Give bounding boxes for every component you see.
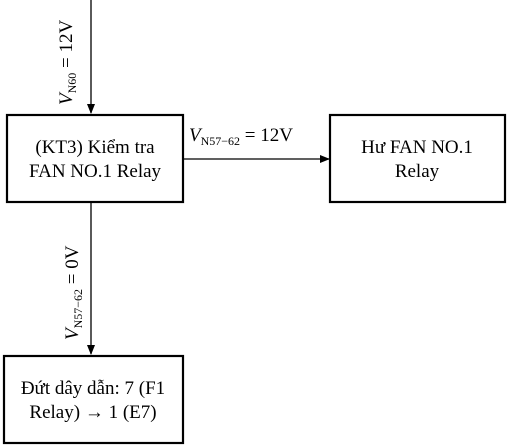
check-node-box xyxy=(5,113,185,204)
edge-top-label: VN60 = 12V xyxy=(56,20,79,105)
check-node-line1: (KT3) Kiểm tra xyxy=(35,137,155,158)
check-node-line2: FAN NO.1 Relay xyxy=(29,161,162,182)
fault-node-box xyxy=(328,113,507,204)
edge-bottom-label: VN57−62 = 0V xyxy=(62,245,85,340)
fault-node-line1: Hư FAN NO.1 xyxy=(361,137,473,158)
edge-right-label: VN57−62 = 12V xyxy=(189,125,293,148)
wire-node-box xyxy=(2,354,185,445)
wire-node-line2: Relay) → 1 (E7) xyxy=(29,402,156,423)
fault-node-line2: Relay xyxy=(395,161,440,182)
wire-node-line1: Đứt dây dẫn: 7 (F1 xyxy=(21,378,165,399)
